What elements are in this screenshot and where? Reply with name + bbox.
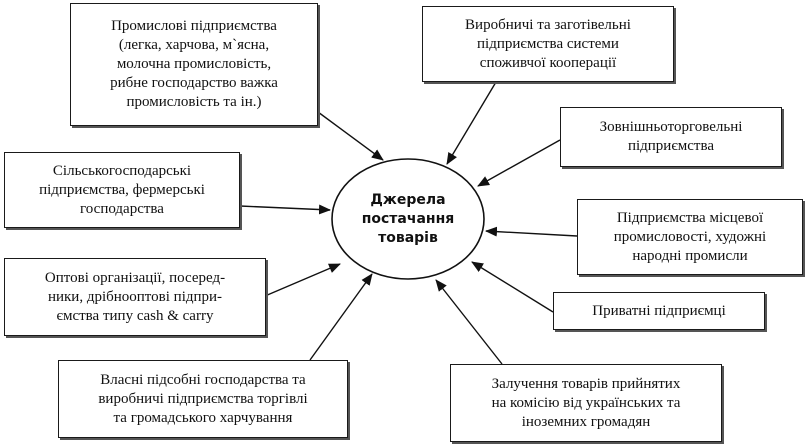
center-label: Джерела постачання товарів <box>332 160 484 278</box>
center-line: товарів <box>378 229 438 246</box>
center-ellipse <box>331 158 485 280</box>
source-box-foreign-trade: Зовнішньоторговельні підприємства <box>560 107 782 167</box>
box-line: ники, дрібнооптові підпри- <box>47 288 223 305</box>
box-line: іноземних громадян <box>521 413 651 430</box>
box-line: Виробничі та заготівельні <box>465 16 631 33</box>
box-line: народні промисли <box>632 247 748 264</box>
box-line: Промислові підприємства <box>111 18 277 34</box>
box-line: Приватні підприємці <box>592 302 726 319</box>
arrow-local-industry <box>485 226 578 237</box>
arrow-commission <box>435 279 503 365</box>
box-line: підприємства <box>627 138 715 154</box>
arrow-agricultural <box>239 204 331 215</box>
box-line: промисловості, художні <box>613 228 767 245</box>
box-line: (легка, харчова, м`ясна, <box>118 37 270 53</box>
box-line: молочна промисловість, <box>116 56 272 72</box>
arrow-private <box>471 261 554 313</box>
box-line: Сільськогосподарські <box>52 162 192 179</box>
arrow-wholesale <box>264 263 341 297</box>
center-line: Джерела <box>370 191 446 208</box>
source-box-agricultural: Сільськогосподарські підприємства, ферме… <box>4 152 240 228</box>
box-line: промисловість та ін.) <box>126 94 262 110</box>
box-line: виробничі підприємства торгівлі <box>98 390 308 407</box>
box-line: підприємства системи <box>477 35 619 52</box>
arrow-foreign-trade <box>477 139 561 187</box>
box-line: Оптові організації, посеред- <box>44 269 226 286</box>
arrow-cooperative <box>446 81 497 165</box>
box-line: та громадського харчування <box>113 409 293 426</box>
box-line: споживчої кооперації <box>479 54 617 71</box>
source-box-private: Приватні підприємці <box>553 292 765 330</box>
box-line: рибне господарство важка <box>110 75 278 91</box>
box-line: ємства типу cash & carry <box>56 307 214 324</box>
source-box-cooperative: Виробничі та заготівельні підприємства с… <box>422 6 674 82</box>
box-line: підприємства, фермерські <box>39 181 205 198</box>
box-line: Підприємства місцевої <box>616 209 764 226</box>
center-line: постачання <box>361 210 455 227</box>
box-line: господарства <box>80 200 164 217</box>
source-box-local-industry: Підприємства місцевої промисловості, худ… <box>577 199 803 275</box>
source-box-commission: Залучення товарів прийнятих на комісію в… <box>450 364 722 442</box>
arrow-industrial <box>317 111 384 161</box>
arrow-own-farms <box>309 273 373 361</box>
box-line: Власні підсобні господарства та <box>100 371 306 388</box>
box-line: Зовнішньоторговельні <box>599 119 743 135</box>
source-box-industrial: Промислові підприємства (легка, харчова,… <box>70 3 318 126</box>
box-line: на комісію від українських та <box>491 394 681 411</box>
source-box-wholesale: Оптові організації, посеред- ники, дрібн… <box>4 258 266 336</box>
box-line: Залучення товарів прийнятих <box>491 375 681 392</box>
source-box-own-farms: Власні підсобні господарства та виробнич… <box>58 360 348 438</box>
